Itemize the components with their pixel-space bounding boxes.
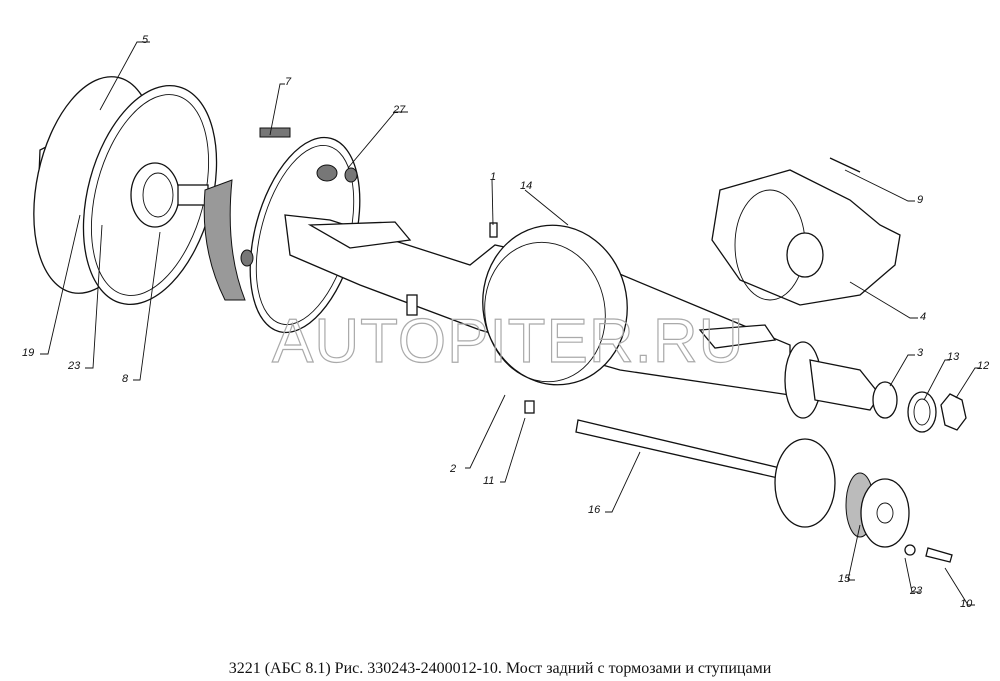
callout-5: 5: [142, 34, 149, 46]
leader-lines: [40, 41, 980, 606]
callout-15: 15: [838, 573, 851, 585]
callout-9: 9: [917, 194, 923, 206]
half-shaft: [575, 419, 953, 563]
callout-16: 16: [588, 504, 601, 516]
callout-14: 14: [520, 180, 532, 192]
figure-caption: 3221 (АБС 8.1) Рис. 330243-2400012-10. М…: [228, 660, 772, 677]
callout-23-drum: 23: [67, 360, 81, 372]
callout-2: 2: [449, 463, 456, 475]
callout-10: 10: [960, 598, 973, 610]
callout-27: 27: [392, 104, 406, 116]
callout-11: 11: [483, 475, 494, 487]
callout-4: 4: [920, 311, 926, 323]
watermark: AUTOPITER.RU: [272, 307, 744, 376]
axle-housing: [284, 214, 891, 419]
callout-23-hub: 23: [909, 585, 923, 597]
callout-7: 7: [285, 76, 292, 88]
seal-ring-nut: [872, 381, 967, 433]
callout-8: 8: [122, 373, 129, 385]
callout-3: 3: [917, 347, 924, 359]
callout-19: 19: [22, 347, 34, 359]
callout-12: 12: [977, 360, 989, 372]
differential-carrier: [711, 157, 901, 306]
callout-13: 13: [947, 351, 960, 363]
callout-1: 1: [490, 171, 496, 183]
